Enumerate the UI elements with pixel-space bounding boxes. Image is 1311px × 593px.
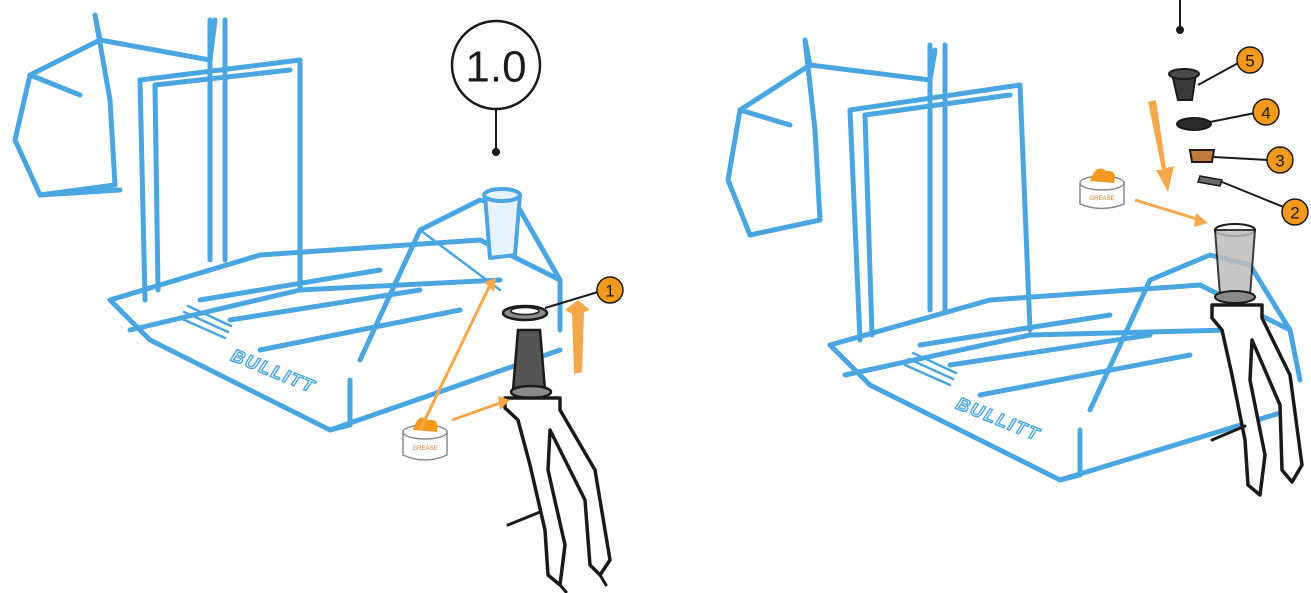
frame-brand-text: BULLITT [229, 345, 319, 397]
head-tube [1215, 224, 1255, 303]
callout-4-text: 4 [1261, 104, 1270, 123]
callout-5-text: 5 [1245, 52, 1254, 71]
left-panel: BULLITT 1.0 GREASE [15, 15, 623, 592]
callout-3-text: 3 [1275, 152, 1284, 171]
right-panel: BULLITT GREASE [728, 0, 1308, 495]
step-number-badge: 1.0 [452, 21, 540, 156]
left-fork [505, 330, 610, 592]
left-grease-jar: GREASE [403, 418, 447, 460]
step-number-text: 1.0 [465, 43, 526, 92]
down-arrow [1148, 100, 1174, 192]
callout-2: 2 [1282, 199, 1308, 225]
frame-brand-text-right: BULLITT [954, 393, 1044, 445]
callout-1: 1 [597, 277, 623, 303]
callout-1-text: 1 [605, 282, 614, 301]
grease-label-left: GREASE [412, 446, 437, 452]
callout-2-text: 2 [1290, 204, 1299, 223]
right-grease-jar: GREASE [1080, 169, 1124, 209]
callout-4: 4 [1253, 99, 1279, 125]
callout-5: 5 [1237, 47, 1263, 73]
up-arrow [565, 300, 590, 374]
right-bike-frame: BULLITT [728, 40, 1300, 480]
callout-3: 3 [1267, 147, 1293, 173]
grease-label-right: GREASE [1089, 196, 1114, 202]
